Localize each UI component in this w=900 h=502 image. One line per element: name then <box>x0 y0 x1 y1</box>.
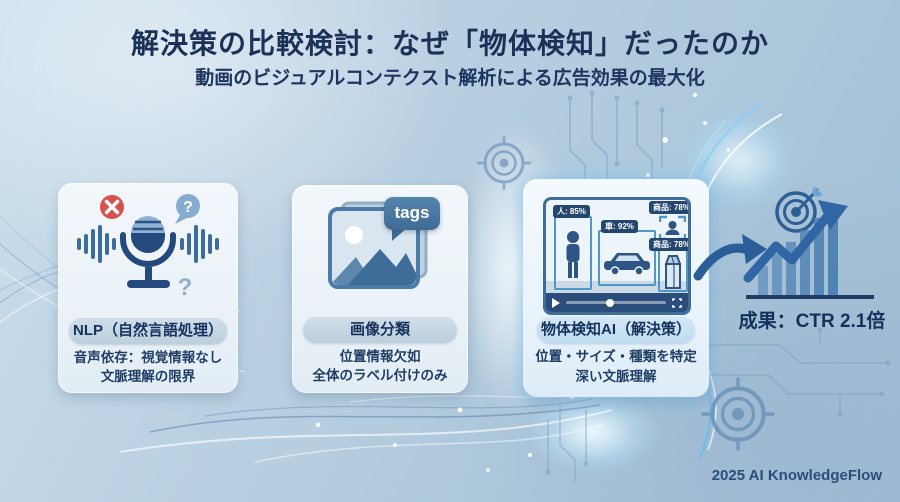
error-x-icon <box>100 195 124 219</box>
detection-chip-person: 人: 85% <box>553 205 590 218</box>
chart-bars <box>758 207 838 296</box>
question-bubble-icon: ? <box>175 194 200 224</box>
result-label: 成果：CTR 2.1倍 <box>738 311 886 332</box>
page-subtitle: 動画のビジュアルコンテクスト解析による広告効果の最大化 <box>195 68 705 89</box>
trend-line <box>743 213 831 283</box>
flow-arrow-icon <box>693 234 767 281</box>
microphone-body <box>120 216 176 288</box>
tags-bubble-icon: tags <box>384 197 440 230</box>
progress-bar[interactable] <box>566 298 666 307</box>
play-icon[interactable] <box>552 297 560 308</box>
target-dart-icon <box>775 186 823 233</box>
footer-credit: 2025 AI KnowledgeFlow <box>711 467 882 484</box>
card-nlp-desc-1: 音声依存：視覚情報なし <box>73 350 223 365</box>
card-nlp-desc-2: 文脈理解の限界 <box>100 369 196 384</box>
card-object-detection: 人: 85% 車: 92% 商品 <box>523 179 709 397</box>
card-image-classification: tags 画像分類 位置情報欠如 全体のラベル付けのみ <box>292 185 468 393</box>
crosshair-icon <box>701 377 775 451</box>
card-image-classification-label: 画像分類 <box>303 317 457 343</box>
video-controls[interactable] <box>546 293 688 312</box>
detection-chip-car: 車: 92% <box>601 220 638 233</box>
card-object-detection-desc-1: 位置・サイズ・種類を特定 <box>535 349 697 364</box>
wave-lines-bottom <box>119 392 613 463</box>
ghost-question-icon: ? <box>178 274 193 301</box>
waveform-left <box>77 225 116 263</box>
card-image-classification-desc-1: 位置情報欠如 <box>339 349 421 364</box>
fullscreen-icon[interactable] <box>672 297 682 308</box>
page-title: 解決策の比較検討：なぜ「物体検知」だったのか <box>130 28 769 59</box>
svg-text:?: ? <box>183 199 193 216</box>
photo-content <box>332 226 416 285</box>
car-silhouette-icon <box>604 253 650 276</box>
video-detection-player-icon: 人: 85% 車: 92% 商品 <box>543 197 691 315</box>
card-image-classification-desc-2: 全体のラベル付けのみ <box>312 368 448 383</box>
circuit-traces-right <box>705 327 891 417</box>
crosshair-icon <box>477 136 531 190</box>
microphone-icon: ? ? <box>77 194 219 301</box>
trend-arrowhead <box>818 200 848 230</box>
detection-box-person <box>554 216 592 290</box>
tags-bubble-tail <box>392 228 407 241</box>
detection-box-car <box>598 230 656 286</box>
growth-chart-arrow-icon <box>743 200 874 299</box>
waveform-right <box>180 225 219 263</box>
detection-chip-product: 商品: 78% <box>649 238 688 251</box>
progress-handle[interactable] <box>606 298 614 307</box>
milk-carton-icon <box>664 255 682 289</box>
card-object-detection-desc-2: 深い文脈理解 <box>575 369 657 384</box>
card-nlp-label: NLP（自然言語処理） <box>69 318 227 344</box>
circuit-traces-top <box>567 90 665 190</box>
detection-box-product <box>658 248 688 292</box>
person-silhouette-icon <box>566 231 580 278</box>
card-nlp: ? ? NLP（自然言語処理） 音声依存：視覚情報なし 文脈理解の限界 <box>58 183 238 393</box>
circuit-traces-bottom <box>545 405 589 482</box>
card-object-detection-label: 物体検知AI（解決策） <box>537 317 695 343</box>
detection-chip-face: 商品: 78% <box>649 201 688 214</box>
